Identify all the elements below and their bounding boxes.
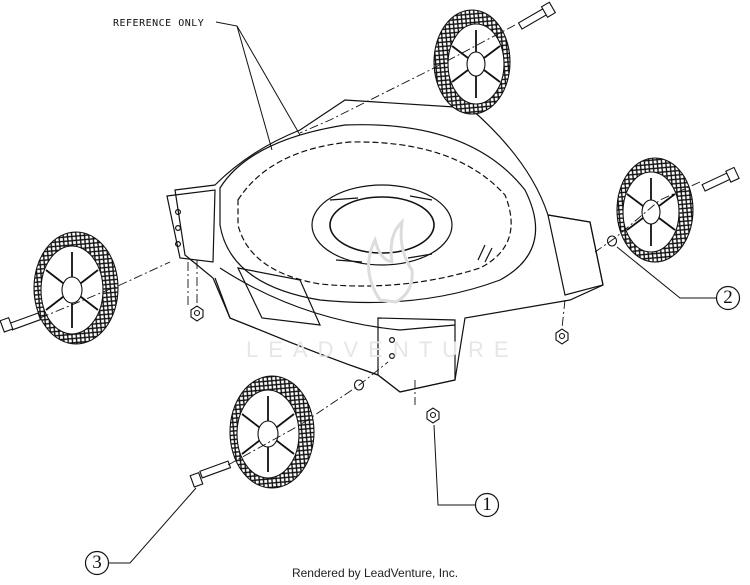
deck-handle-mount — [477, 244, 493, 263]
assembly-lines — [39, 24, 701, 466]
callout-circle-1 — [474, 492, 500, 518]
deck-top-rim — [219, 124, 537, 304]
deck-center-ring — [311, 184, 453, 266]
leader-lines — [109, 21, 716, 564]
hardware — [190, 235, 618, 424]
wheel-front-left — [33, 231, 119, 345]
bolt-front-right — [189, 460, 232, 488]
nut-right — [555, 328, 569, 345]
deck-bolt-hole — [175, 225, 182, 232]
callout-3: 3 — [92, 552, 102, 573]
deck-bolt-hole — [389, 337, 396, 344]
callout-2: 2 — [723, 287, 733, 308]
callout-1: 1 — [482, 494, 492, 515]
deck-rear-right-corner — [547, 214, 604, 296]
bolt-rear-right — [701, 166, 740, 192]
callout-circle-2 — [715, 285, 741, 311]
footer-credit: Rendered by LeadVenture, Inc. — [291, 566, 459, 580]
deck-baffle-left — [329, 195, 433, 263]
deck-center-opening — [329, 196, 435, 254]
deck-inner-rim — [237, 141, 512, 287]
mower-deck — [166, 99, 604, 393]
bolt-front-left — [0, 312, 42, 333]
deck-bolt-hole — [389, 353, 396, 360]
deck-front-right-corner — [377, 317, 456, 393]
deck-bolt-hole — [175, 209, 182, 216]
wheel-front-right — [229, 375, 315, 489]
wheel-rear-left — [433, 9, 511, 115]
watermark-flame-icon — [367, 218, 414, 304]
nut-left — [190, 305, 204, 322]
bolt-rear-left — [517, 1, 557, 30]
watermark-text: LEADVENTURE — [246, 337, 519, 362]
deck-bolt-hole — [175, 241, 182, 248]
deck-side-wall — [214, 277, 379, 376]
nut-front — [426, 407, 440, 424]
deck-front-wall — [219, 267, 456, 331]
deck-front-left-corner — [166, 189, 216, 263]
wheel-rear-right — [616, 157, 694, 263]
callout-circle-3 — [84, 550, 110, 576]
reference-only-label: REFERENCE ONLY — [113, 18, 205, 29]
deck-discharge-chute — [236, 267, 321, 326]
